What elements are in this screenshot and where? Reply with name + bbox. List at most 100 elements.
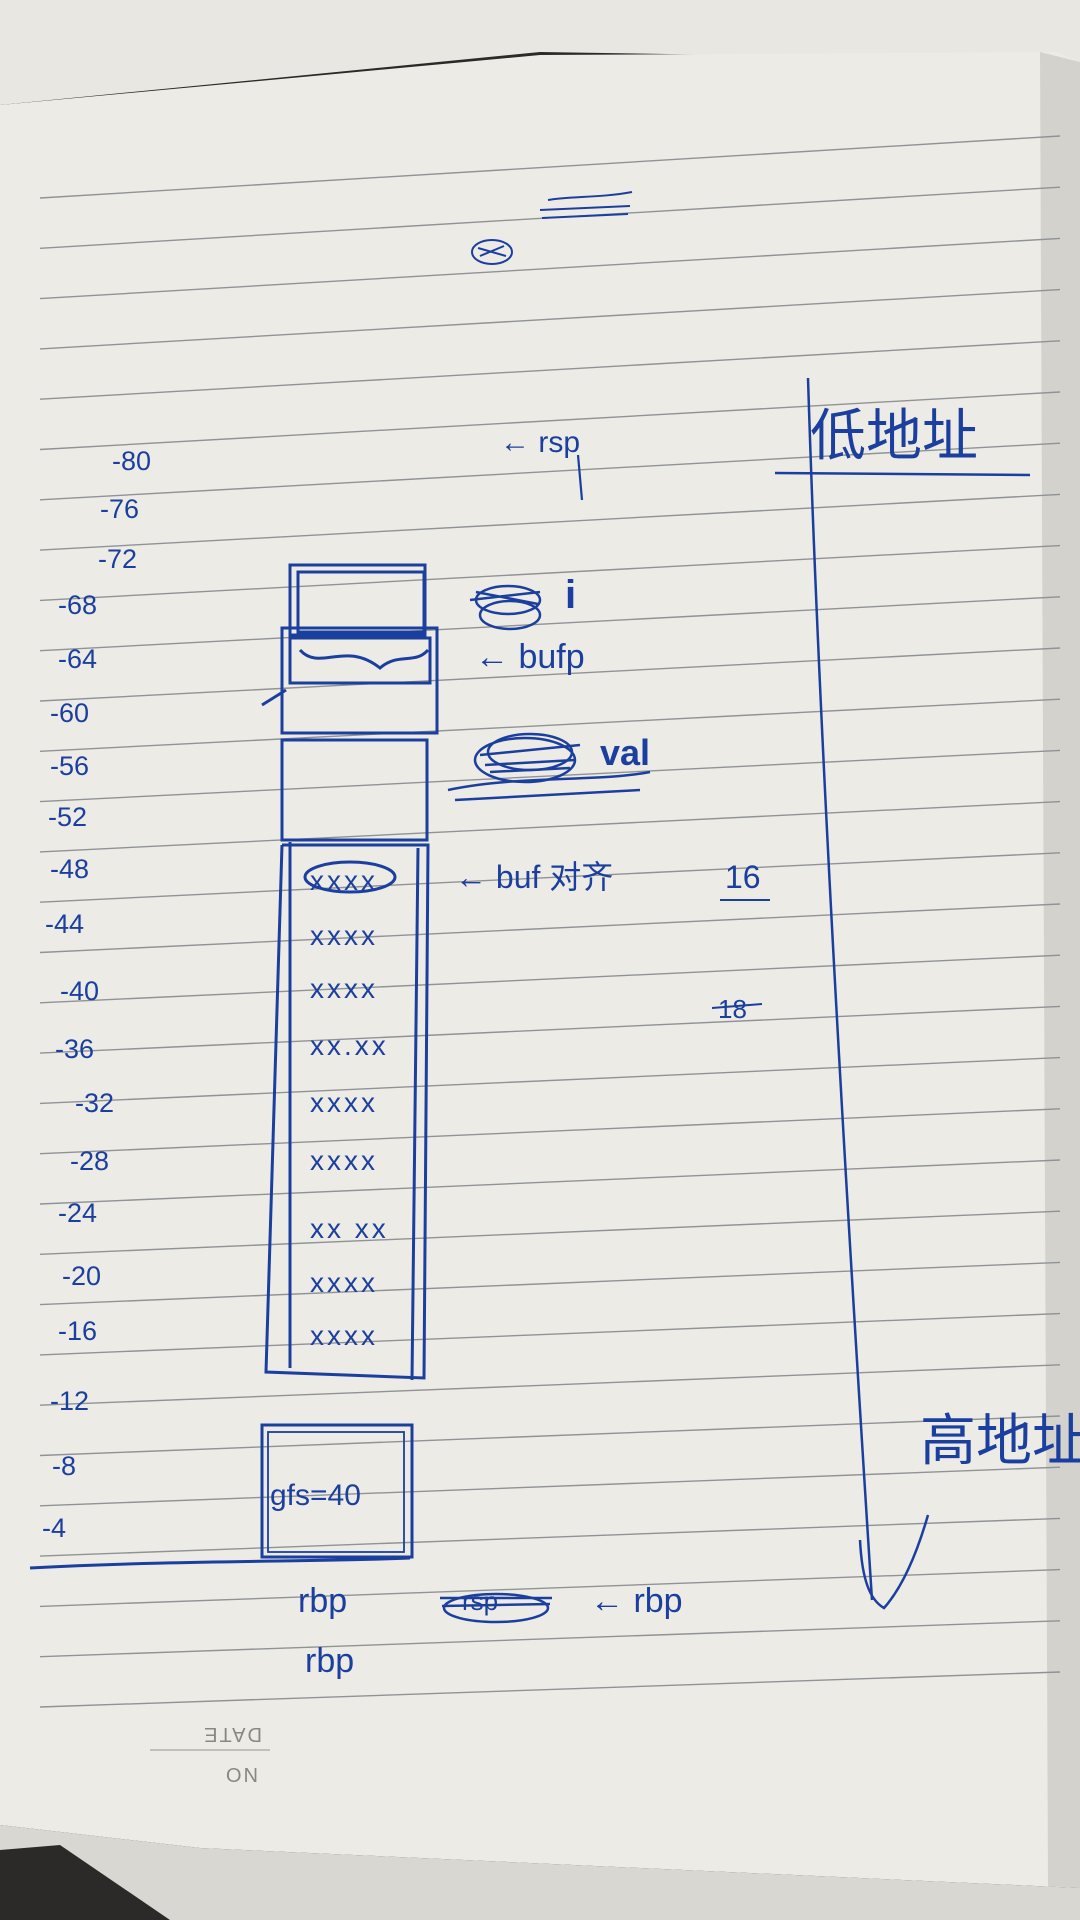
saved-cell [260, 1423, 414, 1559]
ruled-line [39, 135, 1061, 199]
offset-label: -12 [50, 1386, 89, 1416]
val-label: val [600, 732, 650, 773]
bufp-label: ← bufp [475, 638, 585, 676]
offset-label: -4 [42, 1513, 66, 1543]
table-corner [0, 1845, 170, 1920]
rbp-left-label: rbp [298, 1582, 347, 1620]
ruled-line [39, 391, 1061, 451]
buf-row: xxxx [310, 973, 378, 1004]
ruled-line [39, 288, 1061, 350]
ruled-line [39, 1056, 1061, 1105]
offset-label: -64 [58, 644, 97, 674]
offset-label: -80 [112, 446, 151, 476]
ruled-line [39, 340, 1061, 400]
offset-label: -8 [52, 1451, 76, 1481]
buf-row: xxxx [310, 1087, 378, 1118]
ruled-line [39, 1261, 1061, 1306]
buf-row: xxxx [310, 920, 378, 951]
ruled-line [39, 1517, 1061, 1557]
rbp-right-label: ← rbp [590, 1582, 683, 1620]
offset-label: -44 [45, 909, 84, 939]
buf-row: xx xx [310, 1213, 389, 1244]
offset-label: -72 [98, 544, 137, 574]
ruled-line [39, 749, 1061, 803]
date-mark: DATE [202, 1723, 262, 1745]
svg-text:DATE: DATE [202, 1723, 262, 1745]
val-scribble [447, 732, 651, 802]
offset-label: -28 [70, 1146, 109, 1176]
buf-block [264, 842, 430, 1381]
offset-label: -36 [55, 1034, 94, 1064]
ruled-line [39, 1312, 1061, 1356]
address-direction-arrow [774, 377, 1031, 1610]
ruled-line [39, 442, 1061, 501]
ruled-line [39, 800, 1061, 853]
ruled-line [39, 1005, 1061, 1054]
struck-rsp-marks [440, 1592, 552, 1624]
offset-label: -48 [50, 854, 89, 884]
ruled-line [39, 1364, 1061, 1406]
ruled-line [39, 903, 1061, 954]
side-note-strike [711, 1003, 763, 1009]
ruled-line [39, 1466, 1061, 1507]
offset-label: -60 [50, 698, 89, 728]
struck-rsp-label: rsp [462, 1586, 498, 1616]
side-note: 18 [718, 994, 747, 1024]
page-bottom-strip [0, 1825, 1080, 1920]
ruled-line [39, 1159, 1061, 1205]
offset-label: -32 [75, 1088, 114, 1118]
rsp-pointer-label: ← rsp [500, 426, 580, 459]
rbp-left-second-label: rbp [305, 1642, 354, 1680]
i-label: i [565, 573, 576, 617]
buf-row: xxxx [310, 865, 378, 896]
rsp-down-stroke [576, 454, 584, 501]
ruled-line [39, 1108, 1061, 1155]
val-cell [280, 738, 429, 842]
offset-label: -20 [62, 1261, 101, 1291]
ruled-lines [39, 135, 1061, 1708]
ruled-line [39, 1671, 1061, 1708]
low-address-label: 低地址 [810, 404, 978, 469]
buf-align-label: ← buf 对齐 [455, 859, 613, 895]
buf-row: xxxx [310, 1267, 378, 1298]
ruled-line [39, 544, 1061, 602]
svg-text:NO: NO [224, 1763, 258, 1785]
ruled-line [39, 596, 1061, 652]
ruled-line [39, 493, 1061, 551]
i-scribble [469, 584, 542, 631]
ruled-line [39, 1210, 1061, 1255]
buf-rows: xxxx xxxx xxxx xx.xx xxxx xxxx xx xx xxxx xxxx [310, 865, 389, 1351]
offset-label: -56 [50, 751, 89, 781]
bufp-cell [261, 626, 439, 735]
stack-base-line [29, 1556, 411, 1570]
offset-label: -52 [48, 802, 87, 832]
buf-row: xx.xx [310, 1030, 389, 1061]
align-value: 16 [725, 859, 761, 895]
ruled-line [39, 237, 1061, 300]
ruled-line [39, 852, 1061, 903]
ruled-line [39, 698, 1061, 752]
back-sheet [0, 0, 1080, 105]
offset-label: -16 [58, 1316, 97, 1346]
offset-label: -68 [58, 590, 97, 620]
high-address-label: 高地址 [920, 1409, 1080, 1474]
buf-row: xxxx [310, 1320, 378, 1351]
no-mark: NO [224, 1763, 258, 1785]
offset-label: -76 [100, 494, 139, 524]
saved-cell-label: gfs=40 [270, 1479, 361, 1512]
ruled-line [39, 1568, 1061, 1608]
i-cell [288, 563, 427, 637]
buf-row: xxxx [310, 1145, 378, 1176]
offset-column: -80 -76 -72-68 -64 -60 -56 -52 -48 -44 -40 -36 -32 -… [42, 446, 151, 1543]
offset-label: -40 [60, 976, 99, 1006]
ruled-line [39, 647, 1061, 702]
ruled-line [39, 1415, 1061, 1457]
saved-cell-inner [267, 1431, 405, 1553]
offset-label: -24 [58, 1198, 97, 1228]
page-edge-shadow [1040, 52, 1080, 1888]
ruled-line [39, 954, 1061, 1004]
ruled-line [39, 1620, 1061, 1658]
struck-header-scribble [471, 191, 633, 265]
